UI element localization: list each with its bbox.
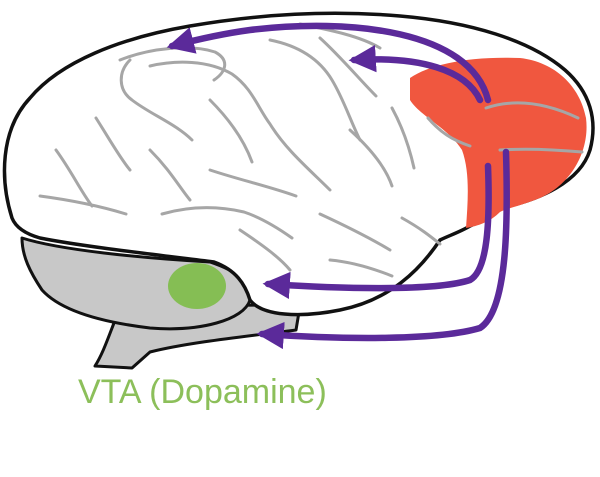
frontal-sulcus — [498, 147, 584, 154]
arrow-to-parietal — [166, 22, 492, 104]
projection-arrows — [166, 22, 511, 350]
cortical-sulci — [38, 22, 442, 278]
vta-marker — [168, 263, 226, 309]
arrow-to-brainstem — [256, 148, 511, 350]
frontal-sulcus — [426, 116, 472, 148]
arrow-to-vta — [262, 162, 492, 300]
arrow-to-cortex — [348, 45, 484, 104]
frontal-sulcus — [484, 101, 580, 120]
prefrontal-region — [410, 57, 587, 228]
vta-label: VTA (Dopamine) — [78, 373, 327, 411]
